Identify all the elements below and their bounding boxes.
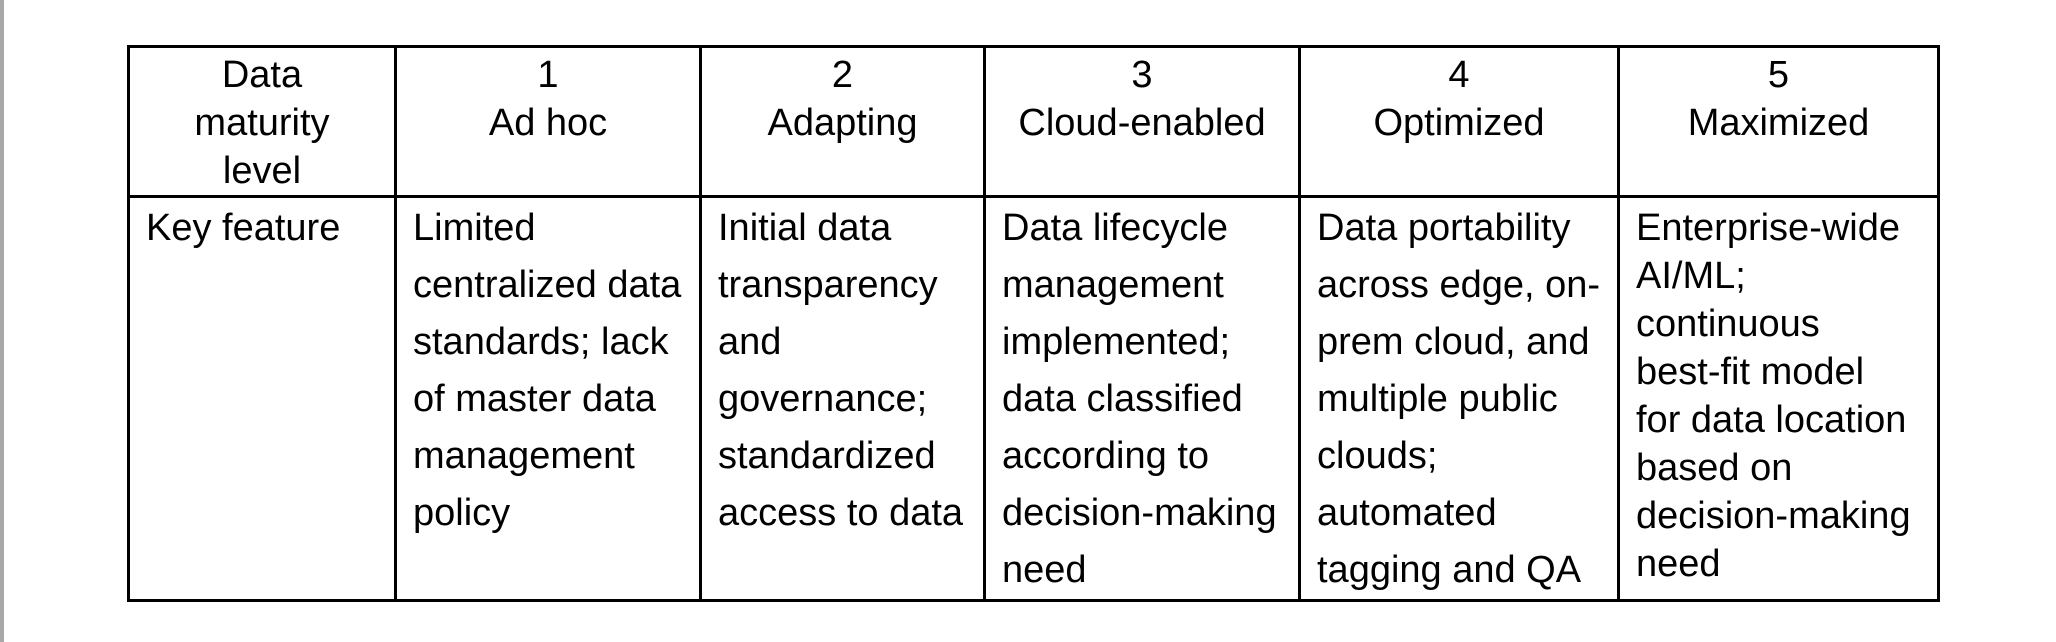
body-cell-feature-ad-hoc: Limited centralized data standards; lack… <box>394 195 702 602</box>
header-cell-data-maturity-level: Data maturity level <box>127 45 397 198</box>
table-body-row: Key feature Limited centralized data sta… <box>127 195 1940 602</box>
body-cell-feature-optimized: Data portability across edge, on- prem c… <box>1298 195 1620 602</box>
header-cell-level-3-cloud-enabled: 3 Cloud-enabled <box>983 45 1301 198</box>
header-cell-level-2-adapting: 2 Adapting <box>699 45 986 198</box>
body-cell-feature-maximized: Enterprise-wide AI/ML; continuous best-f… <box>1617 195 1940 602</box>
data-maturity-level-table: Data maturity level 1 Ad hoc 2 Adapting … <box>127 45 1940 602</box>
header-cell-level-1-ad-hoc: 1 Ad hoc <box>394 45 702 198</box>
header-cell-level-5-maximized: 5 Maximized <box>1617 45 1940 198</box>
body-cell-feature-cloud-enabled: Data lifecycle management implemented; d… <box>983 195 1301 602</box>
table-header-row: Data maturity level 1 Ad hoc 2 Adapting … <box>127 45 1940 198</box>
header-cell-level-4-optimized: 4 Optimized <box>1298 45 1620 198</box>
body-cell-key-feature-label: Key feature <box>127 195 397 602</box>
body-cell-feature-adapting: Initial data transparency and governance… <box>699 195 986 602</box>
page-edge-line <box>0 0 4 642</box>
